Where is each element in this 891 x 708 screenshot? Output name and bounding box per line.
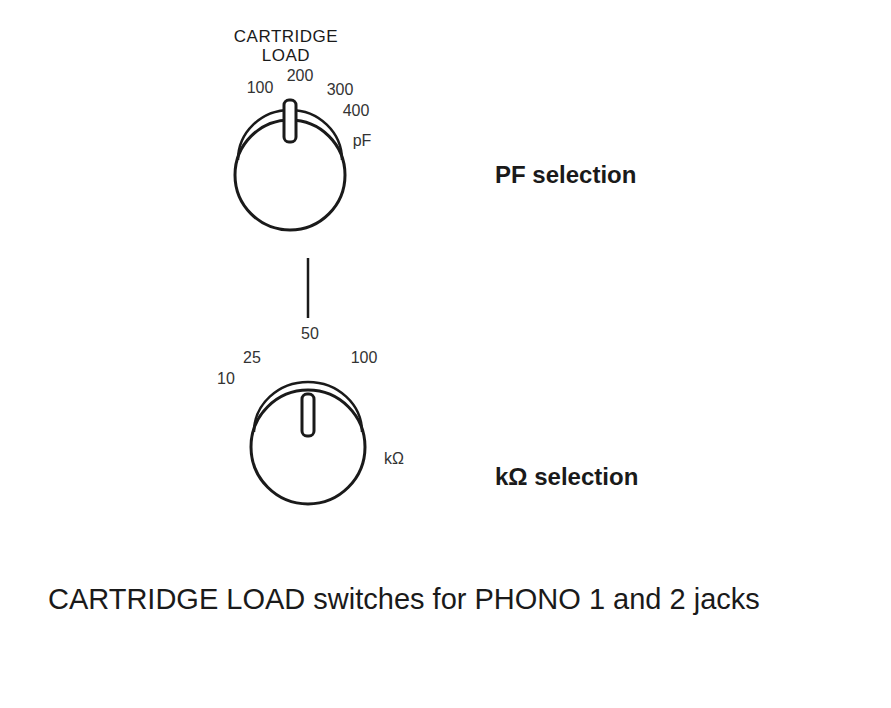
unit-label: pF: [353, 132, 372, 150]
dial-value: 50: [301, 325, 319, 343]
dial-value: 300: [327, 81, 354, 99]
dial-value: 200: [287, 67, 314, 85]
panel-heading: CARTRIDGE LOAD: [230, 28, 342, 65]
index-line: [307, 258, 310, 318]
dial-value: 10: [217, 370, 235, 388]
dial-value: 100: [247, 79, 274, 97]
unit-label: kΩ: [384, 450, 404, 468]
selection-label: kΩ selection: [495, 464, 638, 490]
kohm-knob-pointer: [302, 394, 314, 436]
pf-knob-pointer: [284, 100, 296, 142]
figure-caption: CARTRIDGE LOAD switches for PHONO 1 and …: [48, 582, 884, 617]
dial-value: 400: [343, 102, 370, 120]
selection-label: PF selection: [495, 162, 636, 188]
dial-value: 25: [243, 349, 261, 367]
dial-value: 100: [351, 349, 378, 367]
kohm-knob: [251, 390, 365, 504]
